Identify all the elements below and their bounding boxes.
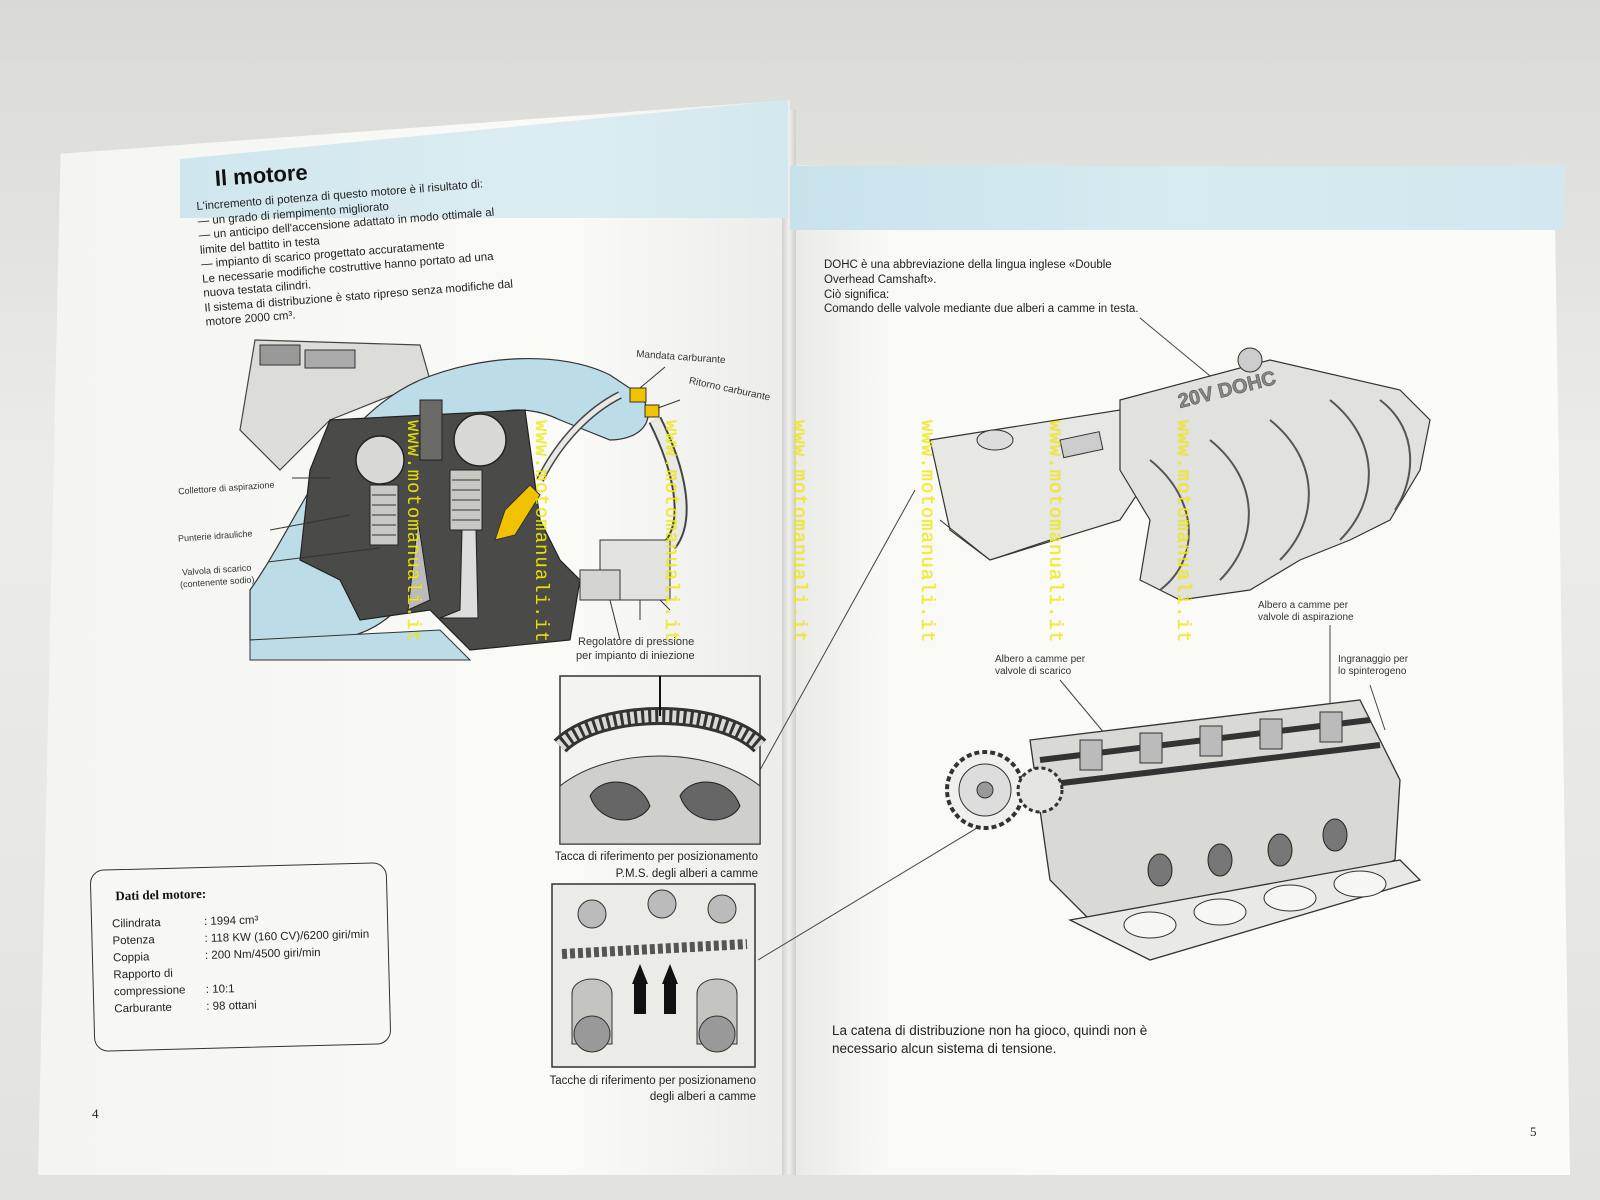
dohc-line: DOHC è una abbreviazione della lingua in… bbox=[824, 259, 1112, 271]
callout-regolatore-1: Regolatore di pressione bbox=[578, 636, 695, 648]
right-page bbox=[790, 165, 1570, 1175]
label-exhaust-camshaft-2: valvole di scarico bbox=[995, 666, 1072, 677]
label-intake-camshaft-2: valvole di aspirazione bbox=[1258, 612, 1354, 623]
dohc-line: Ciò significa: bbox=[824, 289, 890, 301]
book-spine bbox=[782, 110, 796, 1175]
chain-note-line: necessario alcun sistema di tensione. bbox=[832, 1041, 1057, 1056]
label-distributor-gear-2: lo spinterogeno bbox=[1338, 666, 1407, 677]
watermark-text: www.motomanuali.it bbox=[916, 420, 938, 644]
caption-timing-mark-1a: Tacca di riferimento per posizionamento bbox=[554, 851, 758, 863]
callout-regolatore-2: per impianto di iniezione bbox=[576, 650, 695, 662]
page-number-right: 5 bbox=[1530, 1124, 1537, 1139]
right-header-band bbox=[790, 166, 1565, 230]
label-distributor-gear-1: Ingranaggio per bbox=[1338, 654, 1409, 665]
watermark-text: www.motomanuali.it bbox=[660, 420, 682, 644]
watermark-text: www.motomanuali.it bbox=[1172, 420, 1194, 644]
chain-note-line: La catena di distribuzione non ha gioco,… bbox=[832, 1023, 1148, 1038]
watermark-text: www.motomanuali.it bbox=[1044, 420, 1066, 644]
caption-timing-mark-2b: degli alberi a camme bbox=[649, 1091, 756, 1103]
dohc-line: Overhead Camshaft». bbox=[824, 274, 937, 286]
label-intake-camshaft-1: Albero a camme per bbox=[1258, 600, 1349, 611]
timing-mark-detail-1 bbox=[553, 675, 767, 845]
watermark-text: www.motomanuali.it bbox=[530, 420, 552, 644]
caption-timing-mark-1b: P.M.S. degli alberi a camme bbox=[615, 868, 758, 880]
caption-timing-mark-2a: Tacche di riferimento per posizionameno bbox=[549, 1075, 756, 1087]
watermark-text: www.motomanuali.it bbox=[788, 420, 810, 644]
dohc-line: Comando delle valvole mediante due alber… bbox=[824, 303, 1139, 315]
page-number-left: 4 bbox=[92, 1106, 99, 1121]
timing-mark-detail-2 bbox=[551, 883, 756, 1068]
watermark-text: www.motomanuali.it bbox=[402, 420, 424, 644]
label-exhaust-camshaft-1: Albero a camme per bbox=[995, 654, 1086, 665]
